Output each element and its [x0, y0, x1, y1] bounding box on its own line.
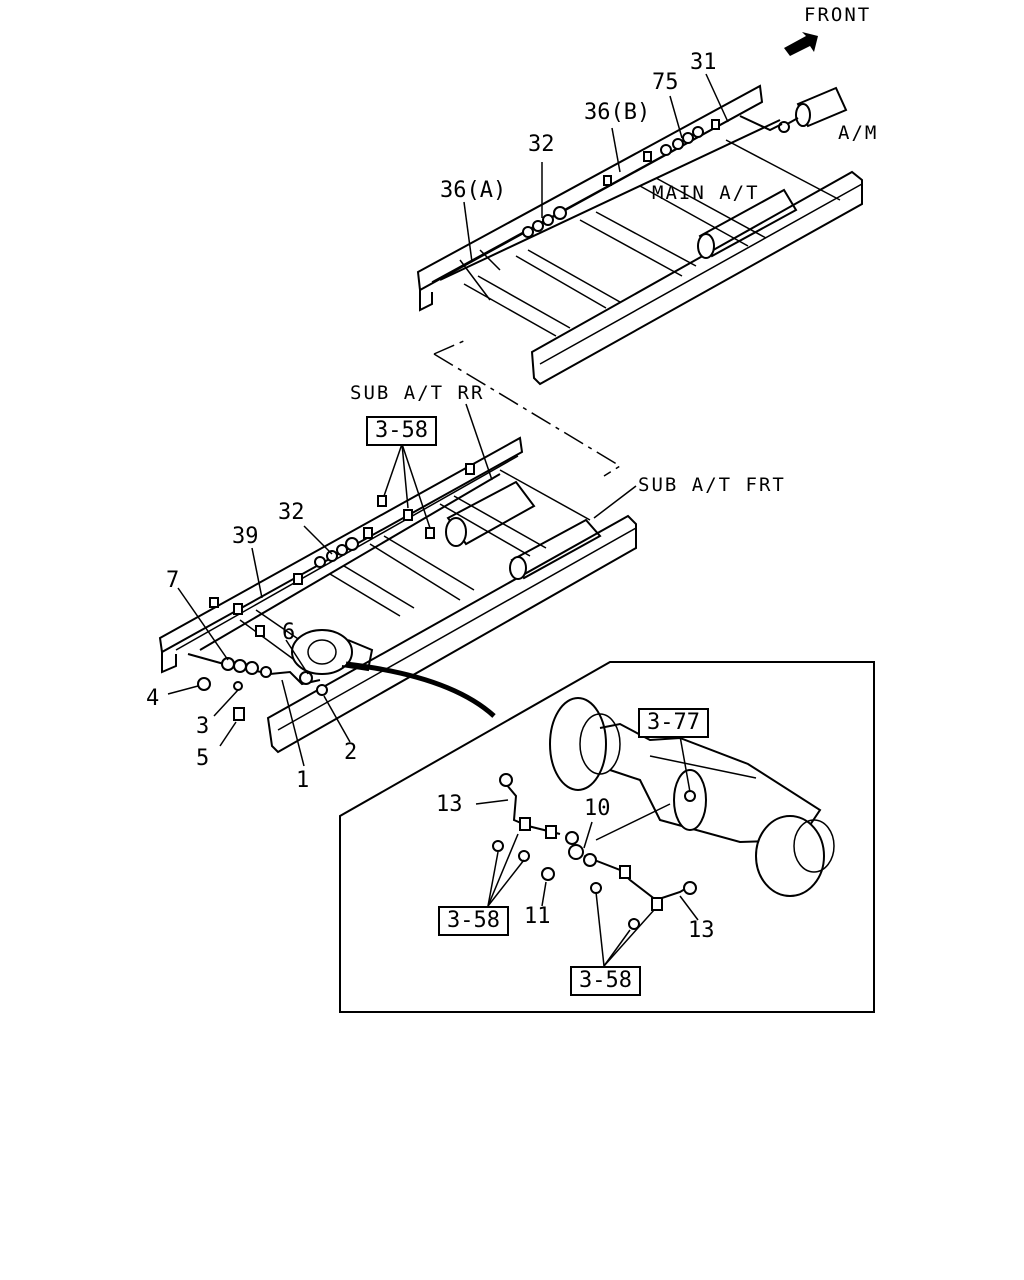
part-label-36a: 36(A): [440, 178, 507, 203]
part-label-1: 1: [296, 768, 310, 793]
ref-box-3-58-left: 3-58: [438, 906, 509, 936]
part-label-32-lower: 32: [278, 500, 305, 525]
am-air-tank: [778, 86, 848, 133]
part-label-75: 75: [652, 70, 679, 95]
sub-air-tank-frt: [509, 518, 602, 580]
detail-leader-lines: [475, 735, 699, 967]
ref-box-3-58-bottom: 3-58: [570, 966, 641, 996]
detail-pipes: [499, 773, 697, 902]
part-label-32-upper: 32: [528, 132, 555, 157]
main-air-tank: [697, 188, 798, 259]
part-label-36b: 36(B): [584, 100, 651, 125]
detail-callout-curve: [345, 661, 496, 718]
part-label-13-left: 13: [436, 792, 463, 817]
part-label-10: 10: [584, 796, 611, 821]
frame-continuation-lines: [433, 339, 622, 477]
part-label-2: 2: [344, 740, 358, 765]
part-label-3: 3: [196, 714, 210, 739]
part-label-31: 31: [690, 50, 717, 75]
front-arrow-icon: [784, 32, 818, 56]
part-label-4: 4: [146, 686, 160, 711]
sub-at-frt-label: SUB A/T FRT: [638, 474, 786, 496]
rear-axle-housing: [291, 629, 374, 675]
lower-fitting-7: [221, 657, 272, 678]
lower-leader-lines: [167, 403, 637, 767]
part-label-6: 6: [282, 620, 296, 645]
ref-box-3-58-upper: 3-58: [366, 416, 437, 446]
part-label-39: 39: [232, 524, 259, 549]
sub-air-tank-rr: [445, 480, 536, 547]
lower-clips: [209, 463, 475, 637]
sub-at-rr-label: SUB A/T RR: [350, 382, 485, 404]
part-label-5: 5: [196, 746, 210, 771]
lower-fitting-32: [314, 537, 359, 568]
part-label-11: 11: [524, 904, 551, 929]
upper-fitting-32: [522, 206, 567, 238]
detail-fittings: [492, 790, 696, 930]
am-tank-label: A/M: [838, 122, 879, 144]
main-at-label: MAIN A/T: [652, 182, 760, 204]
upper-frame-rail: [416, 84, 863, 386]
ref-box-3-77: 3-77: [638, 708, 709, 738]
upper-clips: [603, 119, 720, 186]
detail-box-frame: [339, 661, 875, 1013]
upper-fitting-75: [660, 126, 704, 156]
upper-air-pipe: [439, 115, 783, 281]
part-label-7: 7: [166, 568, 180, 593]
part-label-13-right: 13: [688, 918, 715, 943]
front-direction-label: FRONT: [804, 4, 872, 26]
upper-leader-lines: [463, 73, 729, 263]
